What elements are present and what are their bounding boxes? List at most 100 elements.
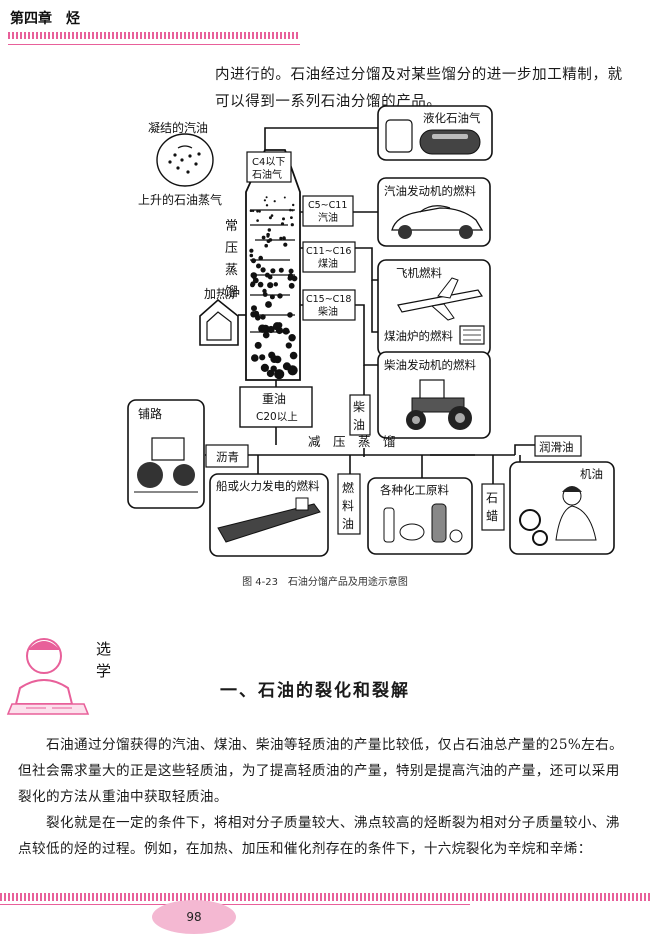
vapor-bubble: [265, 196, 268, 199]
vapor-bubble: [258, 210, 261, 213]
lube-oil-label: 润滑油: [539, 440, 574, 454]
heavy-oil-box: [239, 386, 313, 428]
lpg-tank-icon: [385, 119, 481, 155]
race-car-icon: [391, 205, 484, 239]
elective-label-bottom: 学: [96, 662, 111, 680]
condensation-dots: [168, 152, 201, 174]
vapor-bubble: [288, 268, 294, 274]
vapor-bubble: [256, 263, 261, 269]
vapor-bubble: [269, 294, 275, 300]
distillation-tower: [245, 149, 301, 381]
petroleum-fractionation-diagram: 凝结的汽油 上升的石油蒸气 常 压 蒸 馏 加热炉 C4以下 石油气 C5~C1…: [127, 105, 615, 557]
product-stove-fuel-label: 煤油炉的燃料: [384, 329, 453, 343]
vapor-bubble: [252, 277, 259, 284]
road-roller-icon: [134, 437, 198, 493]
fuel-oil-char-3: 油: [342, 517, 354, 531]
tower-label-char-2: 压: [225, 241, 238, 256]
chemical-products-icon: [383, 503, 463, 543]
diesel-side-char-1: 柴: [353, 400, 365, 414]
paragraph-1: 石油通过分馏获得的汽油、煤油、柴油等轻质油的产量比较低，仅占石油总产量的25%左…: [18, 737, 624, 805]
header-decor-bar: [8, 32, 298, 39]
vapor-bubble: [282, 217, 285, 221]
vapor-bubble: [250, 281, 256, 287]
product-ship-fuel-label: 船或火力发电的燃料: [216, 479, 320, 493]
product-diesel-engine-label: 柴油发动机的燃料: [384, 358, 476, 372]
paragraph-2: 裂化就是在一定的条件下，将相对分子质量较大、沸点较高的烃断裂为相对分子质量较小、…: [18, 815, 620, 857]
diesel-side-box: [349, 394, 371, 436]
vapor-bubble: [282, 327, 290, 335]
vapor-bubble: [288, 282, 295, 289]
cut-diesel-formula: C15~C18: [306, 294, 351, 305]
furnace-label: 加热炉: [204, 287, 240, 301]
top-cut-formula: C4以下: [252, 157, 285, 168]
mechanic-icon: [519, 486, 597, 546]
product-car-fuel-label: 汽油发动机的燃料: [384, 184, 476, 198]
tower-label-char-4: 馏: [225, 285, 238, 300]
elective-label-top: 选: [96, 640, 111, 658]
product-chem-label: 各种化工原料: [380, 483, 449, 497]
cut-kerosene-box: [302, 241, 356, 273]
vapor-bubble: [289, 351, 298, 360]
vapor-bubble: [257, 281, 264, 288]
body-text: 石油通过分馏获得的汽油、煤油、柴油等轻质油的产量比较低，仅占石油总产量的25%左…: [18, 732, 632, 862]
vapor-bubble: [249, 248, 254, 253]
vapor-bubble: [291, 275, 298, 282]
vapor-bubble: [251, 209, 255, 213]
vapor-bubble: [270, 365, 277, 372]
diesel-side-char-2: 油: [353, 418, 365, 432]
vapor-bubble: [288, 334, 296, 342]
footer-rule: [0, 904, 470, 905]
vapor-bubble: [270, 214, 274, 217]
vapor-bubble: [261, 235, 266, 240]
vapor-bubble: [290, 216, 293, 219]
vapor-bubble: [251, 354, 259, 362]
machine-oil-label: 机油: [580, 467, 603, 481]
heavy-oil-formula: C20以上: [256, 411, 298, 423]
tractor-icon: [406, 379, 472, 430]
tower-label: 常 压 蒸 馏: [225, 219, 238, 300]
vapor-bubble: [283, 196, 286, 199]
vapor-bubble: [267, 282, 274, 289]
vapor-bubble: [289, 208, 292, 212]
vapor-bubble: [260, 267, 266, 273]
vapor-bubble: [266, 239, 271, 244]
figure-caption: 图 4-23 石油分馏产品及用途示意图: [242, 577, 408, 588]
vapor-bubble: [283, 242, 288, 247]
fuel-oil-char-2: 料: [342, 499, 354, 513]
vapor-bubble: [279, 236, 283, 240]
vapor-bubble: [287, 312, 293, 318]
footer-decor-bar: [0, 893, 650, 901]
cut-diesel-box: [302, 289, 356, 321]
vapor-bubble: [260, 314, 266, 320]
vapor-bubble: [251, 258, 256, 264]
vapor-bubble: [259, 354, 266, 361]
intro-line-1: 内进行的。石油经过分馏及对某些馏分的进一步加工精制，就: [215, 67, 623, 83]
chapter-title: 第四章 烃: [10, 11, 80, 27]
vapor-bubble: [278, 267, 284, 273]
vapor-bubble: [266, 234, 270, 238]
condensed-gasoline-label: 凝结的汽油: [148, 120, 208, 135]
vapor-bubble: [287, 273, 294, 279]
lube-oil-box: [534, 435, 582, 457]
tower-trays: [250, 209, 295, 333]
rising-vapor-label: 上升的石油蒸气: [138, 192, 222, 207]
product-lpg-label: 液化石油气: [423, 111, 481, 125]
vapor-bubble: [282, 236, 286, 240]
vapor-bubble: [251, 305, 257, 312]
vapor-bubble: [264, 243, 269, 248]
fuel-oil-box: [337, 473, 361, 535]
vapor-bubble: [292, 203, 295, 207]
cut-gasoline-box: [302, 195, 354, 227]
vapor-bubble: [280, 222, 285, 226]
tower-label-char-3: 蒸: [225, 263, 238, 278]
vapor-bubble: [250, 272, 257, 279]
vapor-bubble: [267, 325, 275, 334]
heavy-oil-name: 重油: [262, 392, 286, 406]
vapor-bubble: [290, 223, 294, 227]
vapor-bubble: [262, 292, 268, 297]
top-cut-box: [246, 151, 292, 183]
vapor-bubble: [273, 355, 282, 364]
vapor-bubble: [256, 210, 259, 213]
vapor-bubble: [254, 341, 262, 349]
paraffin-char-1: 石: [486, 491, 498, 505]
